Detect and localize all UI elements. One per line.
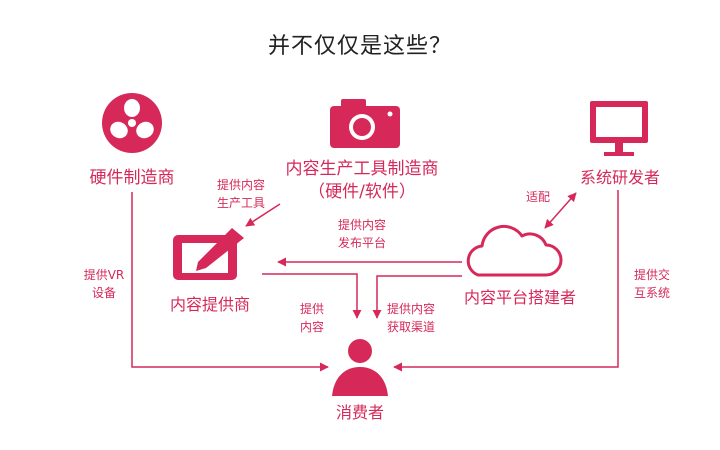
edge-label-interaction-system: 提供交 互系统 [633,268,670,300]
edge-lines [131,190,619,372]
edge-label-provide-content: 提供 内容 [299,302,324,334]
cloud-icon [466,225,563,277]
node-hardware-manufacturer: 硬件制造商 [89,168,175,188]
monitor-icon [590,101,648,156]
node-content-tools-line2: （硬件/软件） [308,182,416,202]
pencil-edit-icon [173,228,244,280]
edge-label-vr-device: 提供VR 设备 [83,268,125,300]
edge-label-production-tools: 提供内容 生产工具 [216,178,265,210]
film-reel-icon [102,93,162,153]
edge-label-publish-platform: 提供内容 发布平台 [337,218,386,250]
node-content-tools-line1: 内容生产工具制造商 [285,159,439,179]
edge-label-access-channel: 提供内容 获取渠道 [386,302,435,334]
node-consumer: 消费者 [335,403,384,422]
person-icon [332,339,388,396]
camera-icon [330,99,400,148]
edge-label-adapt: 适配 [525,190,550,204]
node-system-developer: 系统研发者 [579,168,660,187]
node-platform-builder: 内容平台搭建者 [463,288,576,307]
node-content-provider: 内容提供商 [169,295,250,314]
page-title: 并不仅仅是这些？ [267,34,452,59]
